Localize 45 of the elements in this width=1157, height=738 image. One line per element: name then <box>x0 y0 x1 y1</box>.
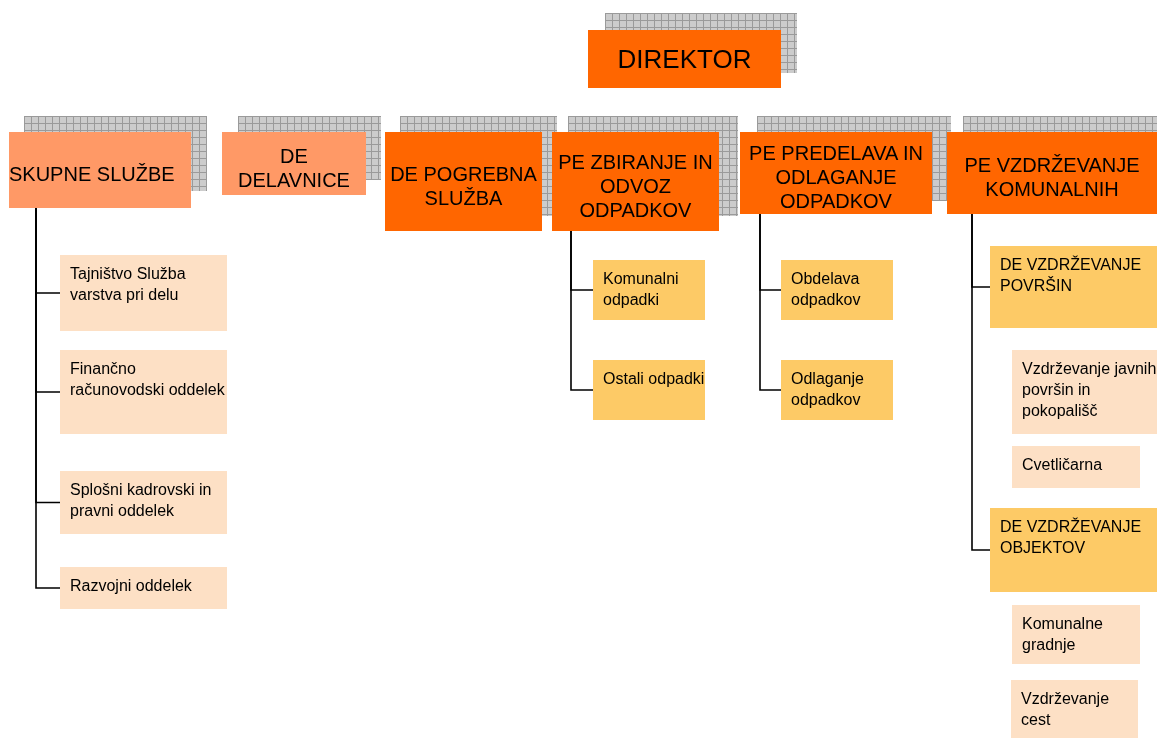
department-box <box>60 567 227 609</box>
department-box <box>781 260 893 320</box>
department-box <box>593 360 705 420</box>
department-box <box>60 350 227 434</box>
unit-box <box>385 132 542 231</box>
unit-label: SKUPNE SLUŽBE <box>9 162 175 186</box>
unit-label: Finančno računovodski oddelek <box>70 359 226 400</box>
unit-label: PE VZDRŽEVANJE KOMUNALNIH <box>963 153 1141 201</box>
connector-line <box>971 213 991 551</box>
connector-line <box>570 230 594 391</box>
department-box <box>781 360 893 420</box>
unit-box <box>947 132 1157 214</box>
unit-box <box>222 132 366 195</box>
unit-label: DE POGREBNA SLUŽBA <box>389 161 538 210</box>
unit-label: Razvojni oddelek <box>70 576 192 596</box>
unit-label: DIREKTOR <box>617 44 752 74</box>
unit-label: DE VZDRŽEVANJE OBJEKTOV <box>1000 516 1143 558</box>
department-box <box>990 246 1157 328</box>
unit-label: Odlaganje odpadkov <box>791 369 865 410</box>
unit-label: DE VZDRŽEVANJE POVRŠIN <box>1000 254 1143 296</box>
department-box <box>60 471 227 534</box>
unit-label: Obdelava odpadkov <box>791 269 862 310</box>
unit-label: Komunalni odpadki <box>603 269 680 310</box>
unit-label: Cvetličarna <box>1022 455 1103 475</box>
unit-label: Vzdrževanje cest <box>1021 689 1111 730</box>
unit-box <box>9 132 191 208</box>
unit-box <box>740 132 932 214</box>
unit-label: Ostali odpadki <box>603 369 705 389</box>
connector-line <box>759 213 782 391</box>
department-box <box>60 255 227 331</box>
department-box <box>1012 350 1157 434</box>
unit-label: Tajništvo Služba varstva pri delu <box>70 264 187 305</box>
department-box <box>593 260 705 320</box>
department-box <box>1012 446 1140 488</box>
unit-label: Komunalne gradnje <box>1022 614 1104 655</box>
department-box <box>1012 605 1140 664</box>
unit-box <box>552 132 719 231</box>
unit-box <box>588 30 781 88</box>
unit-label: Splošni kadrovski in pravni oddelek <box>70 480 213 521</box>
unit-label: PE PREDELAVA IN ODLAGANJE ODPADKOV <box>748 141 924 213</box>
department-box <box>990 508 1157 592</box>
unit-label: Vzdrževanje javnih površin in pokopališč <box>1022 359 1157 421</box>
unit-label: PE ZBIRANJE IN ODVOZ ODPADKOV <box>557 149 714 222</box>
unit-label: DE DELAVNICE <box>237 143 351 192</box>
department-box <box>1011 680 1138 738</box>
